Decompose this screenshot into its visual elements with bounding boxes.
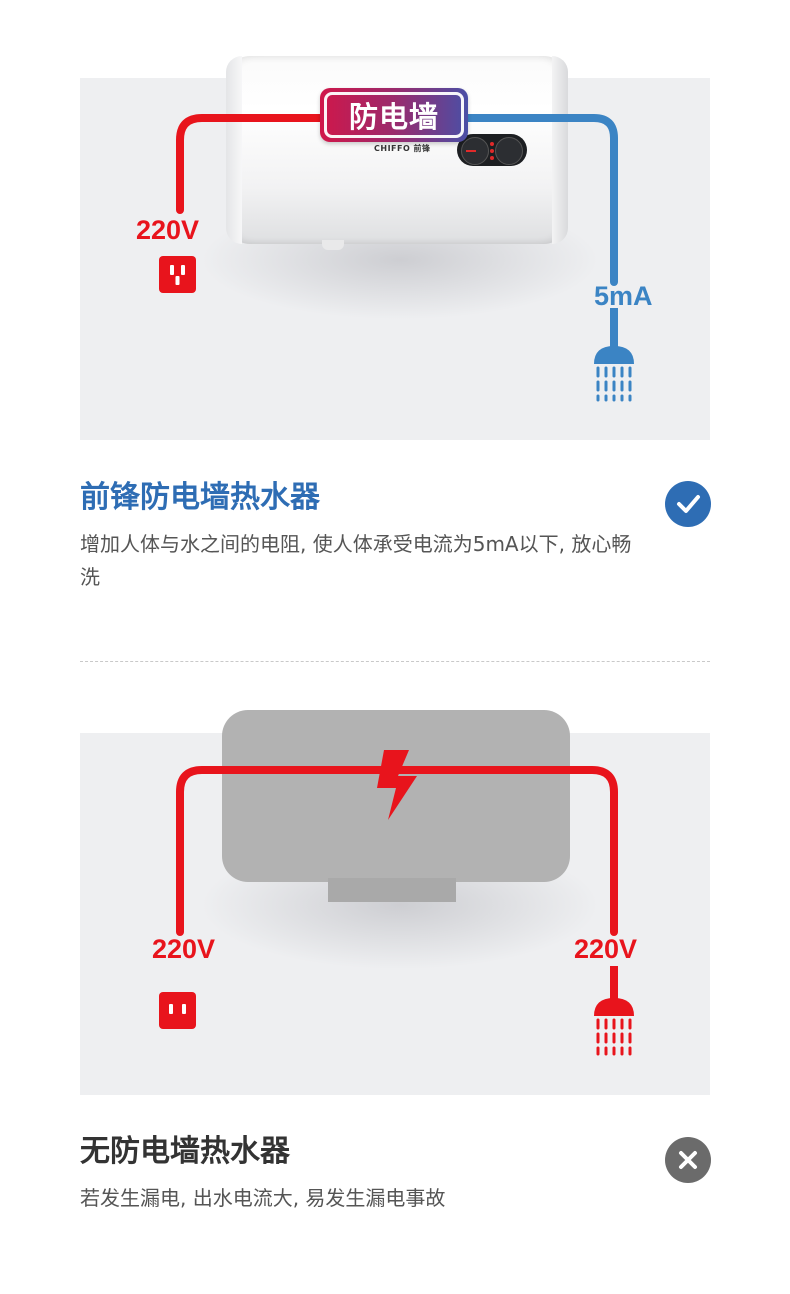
leak-shower-head-icon: [594, 998, 634, 1056]
temperature-dial-icon: [461, 137, 489, 165]
badge-frame: [324, 92, 464, 138]
unprotected-right-voltage-label: 220V: [574, 934, 638, 964]
protected-description: 增加人体与水之间的电阻, 使人体承受电流为5mA以下, 放心畅洗: [80, 532, 632, 589]
anti-electric-wall-badge: 防电墙: [320, 88, 468, 142]
unprotected-description: 若发生漏电, 出水电流大, 易发生漏电事故: [80, 1186, 446, 1210]
power-plug-icon-2: [159, 992, 196, 1029]
section-divider: [80, 661, 710, 662]
lightning-icon: [377, 750, 417, 820]
mode-dial-icon: [495, 137, 523, 165]
heater-control-panel: [457, 134, 527, 166]
power-plug-icon: [159, 256, 196, 293]
brand-logo: CHIFFO 前锋: [374, 144, 431, 153]
shower-head-icon: [594, 346, 634, 402]
badge-text: 防电墙: [348, 100, 439, 134]
indicator-leds: [490, 142, 496, 163]
unprotected-title: 无防电墙热水器: [80, 1134, 290, 1169]
heater-drain-valve: [322, 240, 344, 250]
live-wire-red: [176, 114, 334, 214]
check-icon: [665, 481, 711, 527]
protected-diagram-lines: [176, 114, 618, 350]
cross-icon: [665, 1137, 711, 1183]
protected-diagram-icons: [159, 256, 634, 402]
unprotected-left-voltage-label: 220V: [152, 934, 216, 964]
protected-current-label: 5mA: [594, 281, 653, 311]
protected-title: 前锋防电墙热水器: [80, 480, 320, 515]
unprotected-heater-base: [328, 878, 456, 902]
water-line-blue: [456, 114, 618, 286]
protected-voltage-label: 220V: [136, 215, 200, 245]
